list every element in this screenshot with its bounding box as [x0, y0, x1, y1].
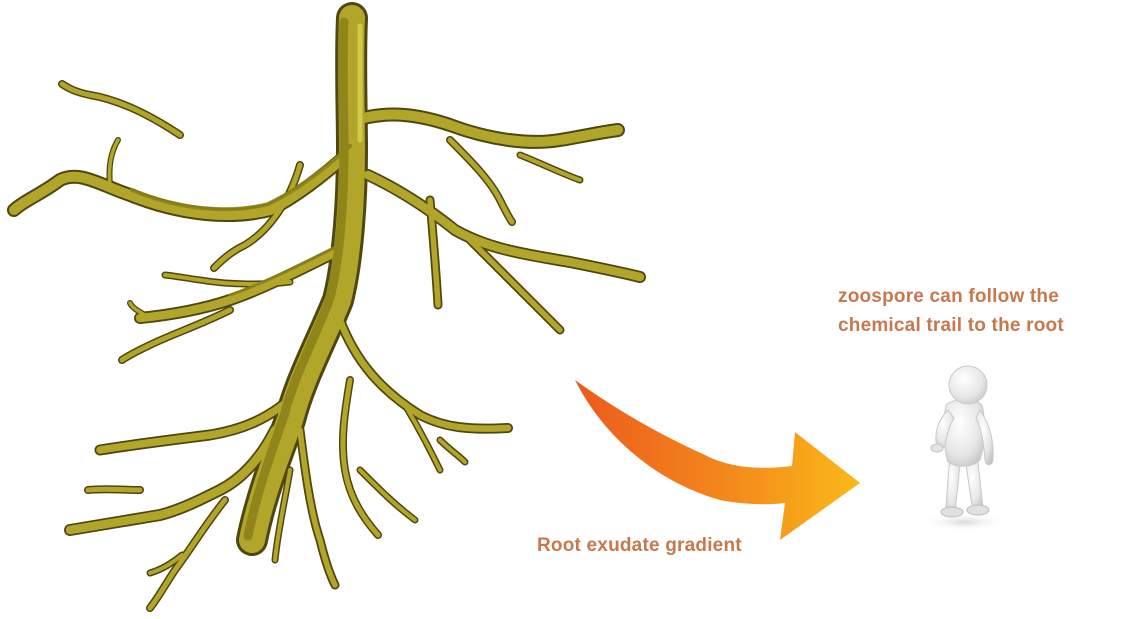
plant-root-icon — [14, 18, 640, 608]
curved-arrow-icon — [575, 380, 860, 540]
zoospore-caption: zoospore can follow the chemical trail t… — [838, 282, 1064, 340]
gradient-caption: Root exudate gradient — [537, 534, 742, 558]
person-figure-icon — [920, 366, 1010, 531]
zoospore-caption-line2: chemical trail to the root — [838, 311, 1064, 340]
zoospore-caption-line1: zoospore can follow the — [838, 282, 1064, 311]
